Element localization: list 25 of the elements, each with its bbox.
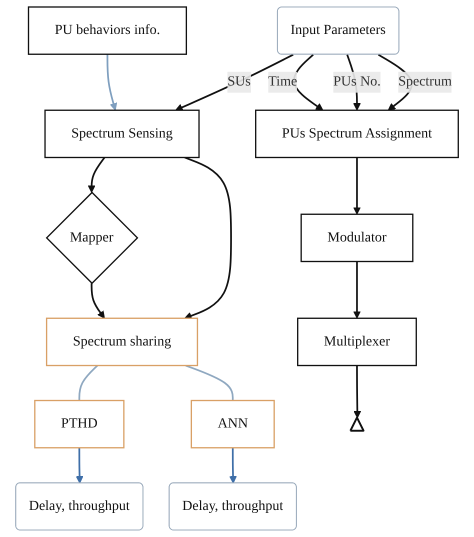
node-box: ANN bbox=[190, 400, 275, 448]
arrow bbox=[76, 448, 84, 484]
node-box: Spectrum Sensing bbox=[44, 110, 200, 158]
connector bbox=[78, 364, 98, 400]
node-box: PU behaviors info. bbox=[28, 6, 188, 55]
arrow bbox=[353, 262, 361, 319]
node-box: PUs Spectrum Assignment bbox=[255, 110, 459, 158]
arrow bbox=[175, 54, 294, 111]
arrow bbox=[229, 448, 237, 484]
arrow bbox=[184, 156, 232, 320]
arrow bbox=[106, 54, 118, 111]
node-box: PTHD bbox=[34, 400, 124, 448]
arrow bbox=[353, 366, 362, 418]
node-box: Spectrum sharing bbox=[46, 318, 198, 366]
arrow bbox=[88, 156, 106, 193]
edge-label: Time bbox=[268, 74, 298, 90]
node-diamond: Mapper bbox=[46, 192, 138, 284]
arrow bbox=[353, 157, 361, 215]
node-box: Multiplexer bbox=[297, 318, 417, 366]
edge-label: Spectrum bbox=[398, 74, 452, 90]
arrow bbox=[90, 283, 105, 319]
edge-label: SUs bbox=[227, 74, 251, 90]
node-box: Modulator bbox=[300, 214, 414, 262]
connector bbox=[185, 364, 234, 400]
edge-label: PUs No. bbox=[333, 74, 381, 90]
